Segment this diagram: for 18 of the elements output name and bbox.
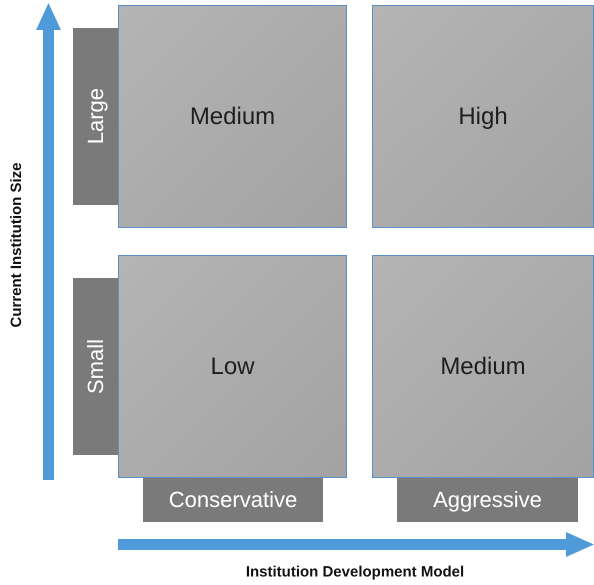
node-label: Conservative <box>168 487 298 513</box>
axis-title: Current Institution Size <box>8 162 25 328</box>
size-tab <box>73 28 118 205</box>
size-tab <box>73 278 118 455</box>
node-label: High <box>458 102 508 130</box>
matrix-quadrant <box>118 255 347 478</box>
node-label: Small <box>82 338 108 394</box>
axis-title: Institution Development Model <box>246 564 464 580</box>
matrix-quadrant <box>372 255 594 478</box>
model-tab <box>397 478 578 522</box>
matrix-quadrant <box>372 5 594 228</box>
node-label: Medium <box>440 352 526 380</box>
matrix-quadrant <box>118 5 347 228</box>
model-tab <box>143 478 323 522</box>
node-label: Medium <box>190 102 276 130</box>
node-label: Large <box>82 88 108 145</box>
node-label: Aggressive <box>433 487 542 513</box>
node-label: Low <box>210 352 255 380</box>
